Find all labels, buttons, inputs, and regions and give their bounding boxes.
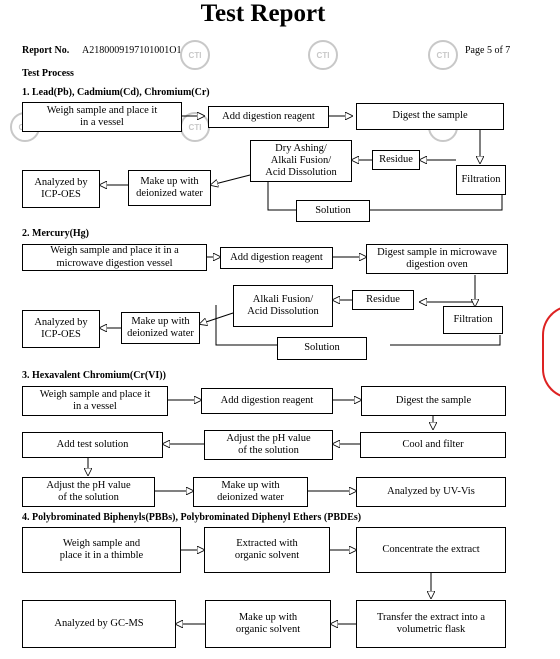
section-3-heading: 3. Hexavalent Chromium(Cr(VI))	[22, 370, 166, 381]
s3-cool-box: Cool and filter	[360, 432, 506, 458]
s1-add-reagent-box: Add digestion reagent	[208, 106, 329, 128]
s1-digest-box: Digest the sample	[356, 103, 504, 130]
watermark-logo: CTI	[180, 40, 210, 70]
watermark-logo: CTI	[428, 40, 458, 70]
s2-filtration-box: Filtration	[443, 306, 503, 334]
s2-alkali-box: Alkali Fusion/Acid Dissolution	[233, 285, 333, 327]
s3-add-test-box: Add test solution	[22, 432, 163, 458]
section-1-heading: 1. Lead(Pb), Cadmium(Cd), Chromium(Cr)	[22, 87, 210, 98]
s4-concentrate-box: Concentrate the extract	[356, 527, 506, 573]
section-title: Test Process	[22, 68, 74, 79]
s1-residue-box: Residue	[372, 150, 420, 170]
report-no-value: A2180009197101001O1	[82, 45, 182, 56]
s2-add-reagent-box: Add digestion reagent	[220, 247, 333, 269]
s3-digest-box: Digest the sample	[361, 386, 506, 416]
section-4-heading: 4. Polybrominated Biphenyls(PBBs), Polyb…	[22, 512, 362, 523]
page-number: Page 5 of 7	[465, 45, 511, 56]
s1-solution-box: Solution	[296, 200, 370, 222]
s3-add-reagent-box: Add digestion reagent	[201, 388, 333, 414]
watermark-logo: CTI	[308, 40, 338, 70]
report-no-label: Report No.	[22, 45, 70, 56]
report-title: Test Report	[200, 0, 326, 27]
s1-filtration-box: Filtration	[456, 165, 506, 195]
section-2-heading: 2. Mercury(Hg)	[22, 228, 90, 239]
s4-analyzed-box: Analyzed by GC-MS	[22, 600, 176, 648]
s2-residue-box: Residue	[352, 290, 414, 310]
s1-dry-ashing-box: Dry Ashing/Alkali Fusion/Acid Dissolutio…	[250, 140, 352, 182]
s2-solution-box: Solution	[277, 337, 367, 360]
s3-analyzed-box: Analyzed by UV-Vis	[356, 477, 506, 507]
